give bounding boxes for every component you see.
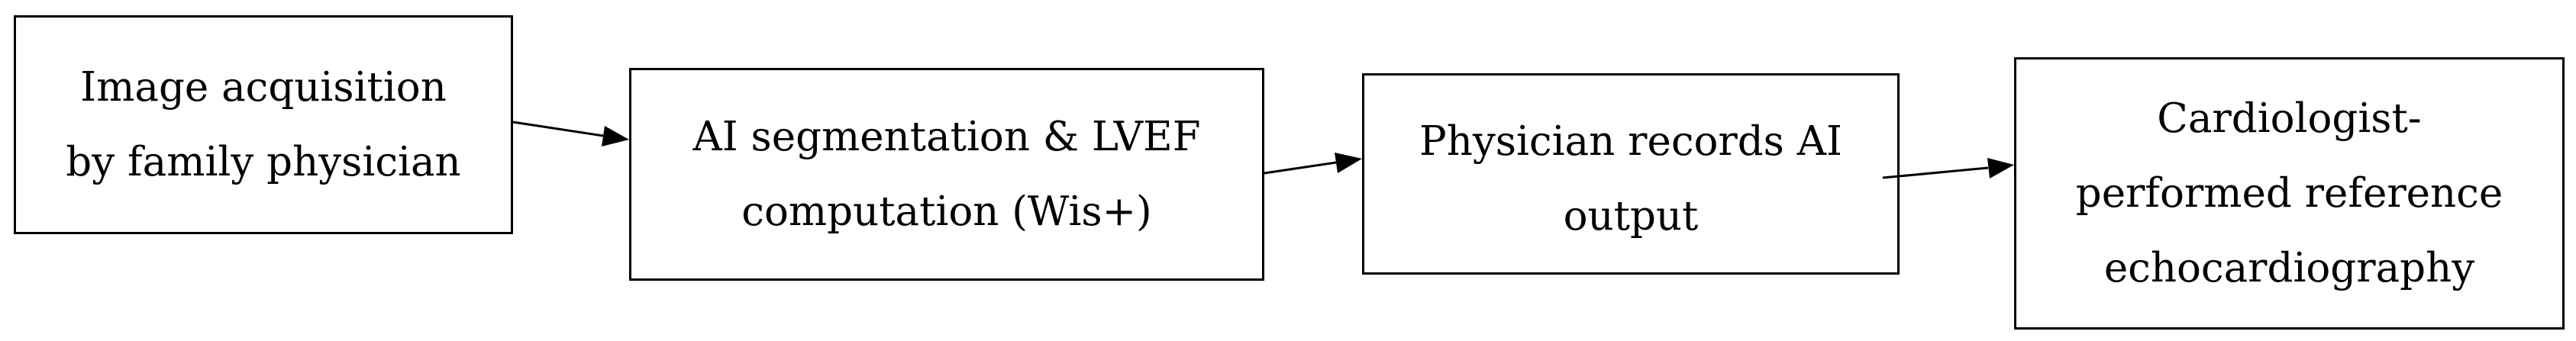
step-box-ai-segmentation: AI segmentation & LVEF computation (Wis+… — [629, 68, 1264, 281]
arrow-recording-to-reference — [1882, 158, 2014, 179]
step-label-image-acquisition: Image acquisition by family physician — [66, 63, 461, 185]
arrow-acquisition-to-segmentation — [512, 121, 629, 146]
step-label-physician-records: Physician records AI output — [1419, 118, 1842, 240]
arrow-segmentation-to-recording — [1264, 153, 1362, 175]
step-label-reference-echocardiography: Cardiologist- performed reference echoca… — [2075, 95, 2503, 291]
step-box-reference-echocardiography: Cardiologist- performed reference echoca… — [2014, 57, 2565, 330]
step-box-image-acquisition: Image acquisition by family physician — [14, 15, 513, 234]
step-box-physician-records: Physician records AI output — [1362, 73, 1900, 275]
step-label-ai-segmentation: AI segmentation & LVEF computation (Wis+… — [692, 113, 1201, 235]
